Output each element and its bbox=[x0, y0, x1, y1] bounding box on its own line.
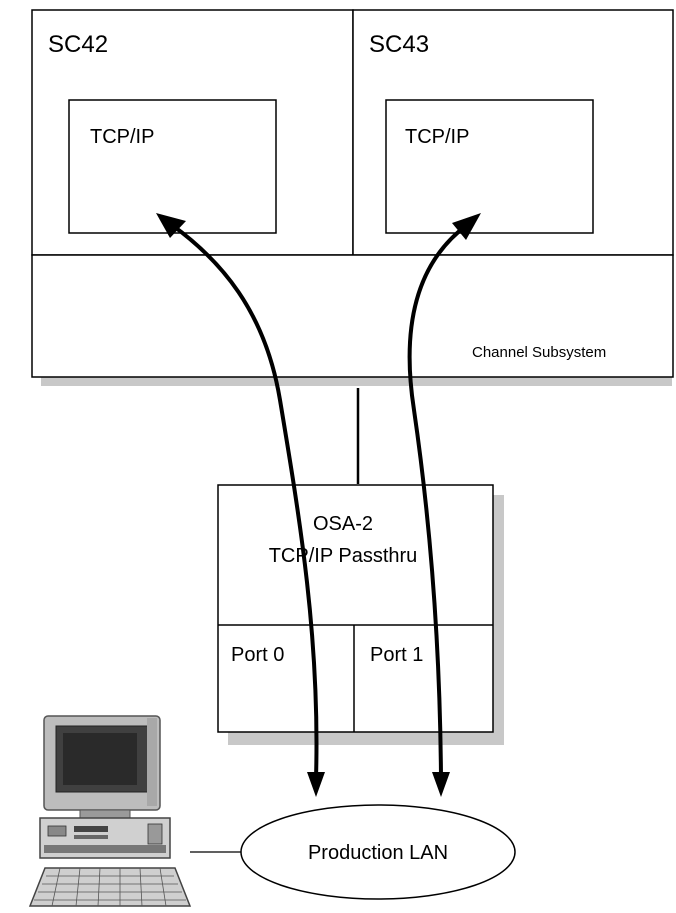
keyboard bbox=[28, 867, 192, 907]
production-lan-label: Production LAN bbox=[308, 842, 448, 864]
sc42-tcpip-label: TCP/IP bbox=[90, 126, 154, 148]
arrowhead-sc42-top bbox=[156, 213, 186, 238]
osa-port-1-label: Port 1 bbox=[370, 644, 423, 666]
arrow-path-sc43 bbox=[407, 223, 469, 779]
system-sc43: SC43 TCP/IP bbox=[352, 9, 674, 256]
osa-adapter: OSA-2 TCP/IP Passthru Port 0 Port 1 bbox=[217, 484, 494, 733]
front-panel bbox=[147, 823, 163, 845]
power-indicator bbox=[47, 825, 67, 837]
monitor-stand bbox=[79, 809, 131, 819]
arrowhead-sc43-top bbox=[452, 213, 481, 240]
sc43-label: SC43 bbox=[369, 31, 429, 58]
sc42-tcpip-box bbox=[68, 99, 277, 234]
arrow-path-sc42 bbox=[170, 223, 319, 779]
sc42-label: SC42 bbox=[48, 31, 108, 58]
osa-title-line2: TCP/IP Passthru bbox=[269, 545, 418, 567]
sc43-tcpip-box bbox=[385, 99, 594, 234]
sc43-tcpip-label: TCP/IP bbox=[405, 126, 469, 148]
osa-port-0-label: Port 0 bbox=[231, 644, 284, 666]
arrowhead-sc43-bottom bbox=[432, 772, 450, 797]
traffic-arrows bbox=[170, 223, 469, 779]
monitor-screen-inner bbox=[63, 733, 137, 785]
system-sc42: SC42 TCP/IP bbox=[31, 9, 354, 256]
channel-subsystem-box bbox=[31, 254, 674, 378]
arrowheads bbox=[156, 213, 481, 797]
channel-subsystem-label: Channel Subsystem bbox=[472, 344, 606, 361]
floppy-slot bbox=[74, 826, 108, 832]
desktop-computer-icon bbox=[28, 715, 192, 907]
osa-box bbox=[217, 484, 494, 733]
monitor-side bbox=[147, 718, 157, 806]
osa-title-line1: OSA-2 bbox=[313, 513, 373, 535]
vent-grille bbox=[44, 845, 166, 853]
keyboard-keys bbox=[34, 867, 186, 907]
arrowhead-sc42-bottom bbox=[307, 772, 325, 797]
drive-slot bbox=[74, 835, 108, 839]
